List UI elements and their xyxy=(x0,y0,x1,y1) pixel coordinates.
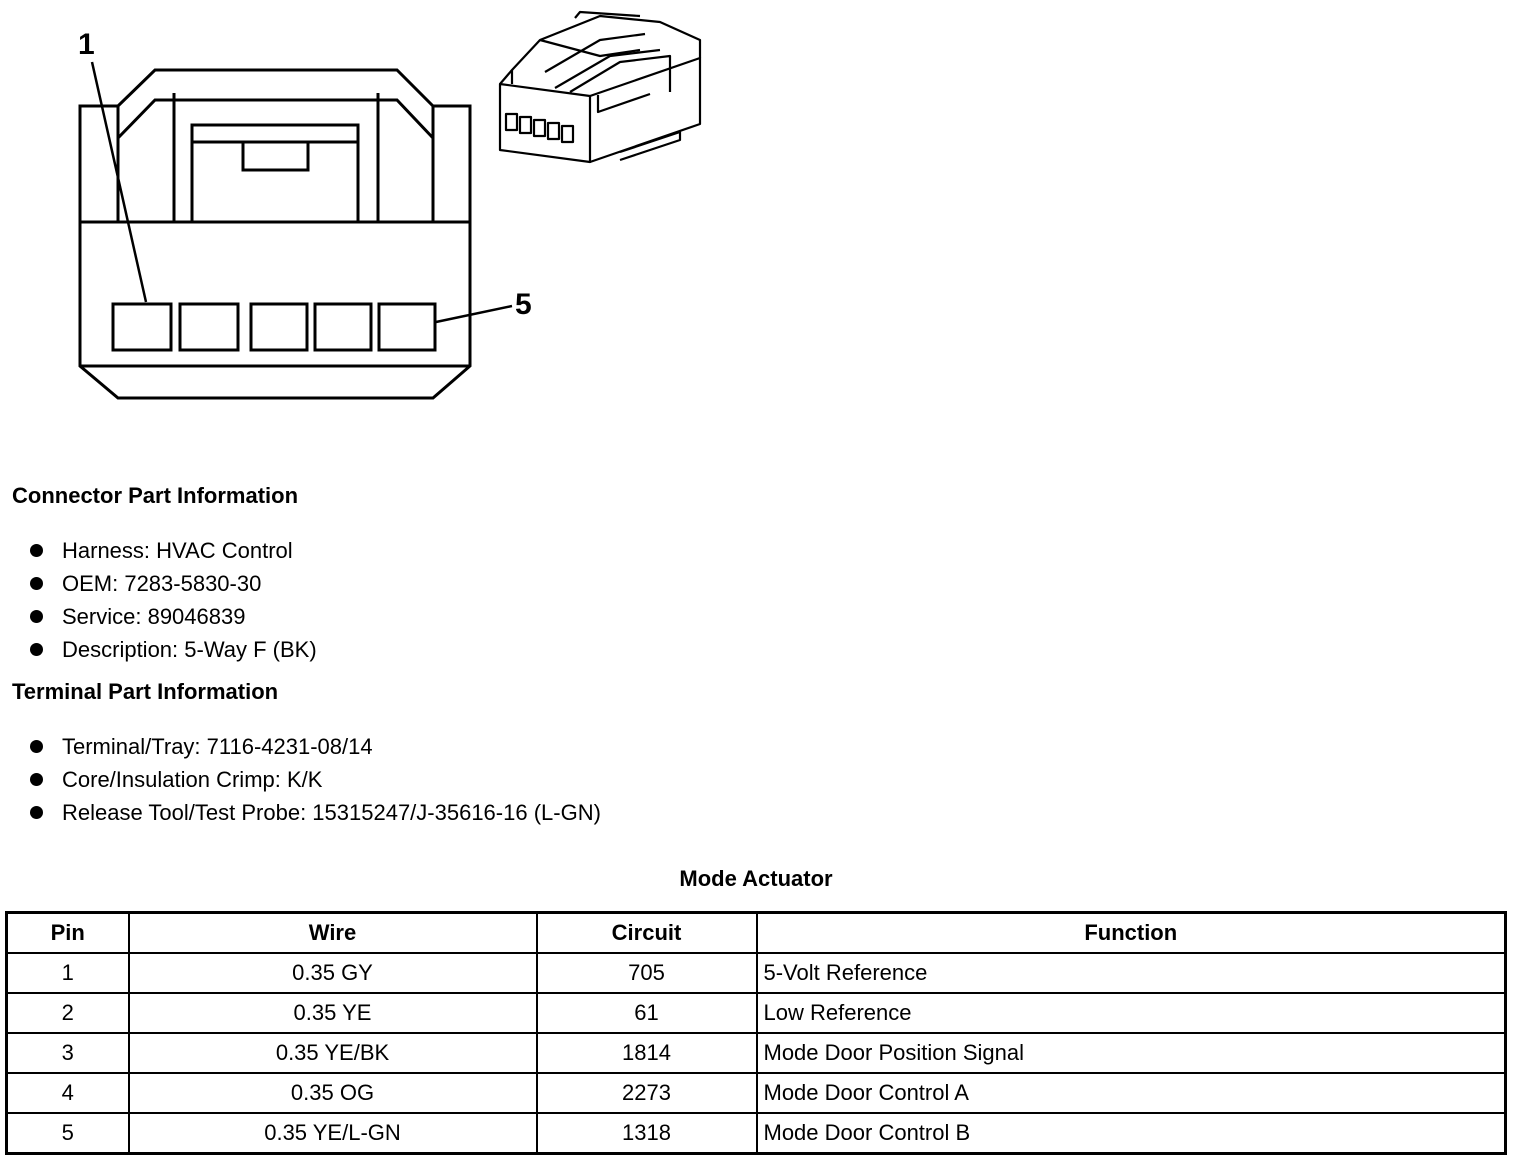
bullet-icon xyxy=(30,576,43,590)
connector-part-info-heading: Connector Part Information xyxy=(12,483,299,508)
table-row: 4 0.35 OG 2273 Mode Door Control A xyxy=(5,1072,1507,1114)
header-wire: Wire xyxy=(127,911,538,954)
terminal-part-info-list: Terminal/Tray: 7116-4231-08/14 Core/Insu… xyxy=(30,730,601,829)
cell-circuit: 2273 xyxy=(535,1072,758,1114)
cell-pin: 4 xyxy=(5,1072,130,1114)
cell-function: Mode Door Control B xyxy=(755,1112,1507,1155)
table-row: 3 0.35 YE/BK 1814 Mode Door Position Sig… xyxy=(5,1032,1507,1074)
connector-part-info-list: Harness: HVAC Control OEM: 7283-5830-30 … xyxy=(30,534,317,666)
cell-wire: 0.35 YE xyxy=(127,992,538,1034)
header-circuit: Circuit xyxy=(535,911,758,954)
cell-pin: 3 xyxy=(5,1032,130,1074)
connector-isometric-view xyxy=(498,10,702,164)
cell-function: Low Reference xyxy=(755,992,1507,1034)
cell-function: Mode Door Position Signal xyxy=(755,1032,1507,1074)
cell-wire: 0.35 GY xyxy=(127,952,538,994)
terminal-part-info-heading: Terminal Part Information xyxy=(12,679,279,704)
list-item: OEM: 7283-5830-30 xyxy=(30,567,317,600)
header-pin: Pin xyxy=(5,911,130,954)
pin-5-leader xyxy=(435,304,513,324)
bullet-icon xyxy=(30,739,43,753)
bullet-icon xyxy=(30,642,43,656)
table-title: Mode Actuator xyxy=(679,866,833,891)
list-item: Release Tool/Test Probe: 15315247/J-3561… xyxy=(30,796,601,829)
pinout-table: Pin Wire Circuit Function 1 0.35 GY 705 … xyxy=(5,911,1507,1155)
cell-function: 5-Volt Reference xyxy=(755,952,1507,994)
cell-wire: 0.35 OG xyxy=(127,1072,538,1114)
cell-wire: 0.35 YE/BK xyxy=(127,1032,538,1074)
bullet-icon xyxy=(30,543,43,557)
bullet-icon xyxy=(30,805,43,819)
list-item: Service: 89046839 xyxy=(30,600,317,633)
table-row: 5 0.35 YE/L-GN 1318 Mode Door Control B xyxy=(5,1112,1507,1155)
cell-circuit: 1318 xyxy=(535,1112,758,1155)
cell-circuit: 61 xyxy=(535,992,758,1034)
cell-function: Mode Door Control A xyxy=(755,1072,1507,1114)
cell-pin: 1 xyxy=(5,952,130,994)
connector-diagram: 1 5 xyxy=(0,0,760,440)
list-item: Terminal/Tray: 7116-4231-08/14 xyxy=(30,730,601,763)
cell-pin: 2 xyxy=(5,992,130,1034)
cell-circuit: 705 xyxy=(535,952,758,994)
pin-1-callout: 1 xyxy=(78,28,95,61)
connector-face-drawing: 1 5 xyxy=(78,10,702,400)
list-item: Core/Insulation Crimp: K/K xyxy=(30,763,601,796)
list-item: Description: 5-Way F (BK) xyxy=(30,633,317,666)
pin-1-leader xyxy=(90,61,148,303)
cell-circuit: 1814 xyxy=(535,1032,758,1074)
list-item: Harness: HVAC Control xyxy=(30,534,317,567)
bullet-icon xyxy=(30,772,43,786)
table-row: 2 0.35 YE 61 Low Reference xyxy=(5,992,1507,1034)
table-row: 1 0.35 GY 705 5-Volt Reference xyxy=(5,952,1507,994)
table-header-row: Pin Wire Circuit Function xyxy=(5,911,1507,954)
header-function: Function xyxy=(755,911,1507,954)
pin-5-callout: 5 xyxy=(515,288,532,321)
bullet-icon xyxy=(30,609,43,623)
cell-pin: 5 xyxy=(5,1112,130,1155)
cell-wire: 0.35 YE/L-GN xyxy=(127,1112,538,1155)
